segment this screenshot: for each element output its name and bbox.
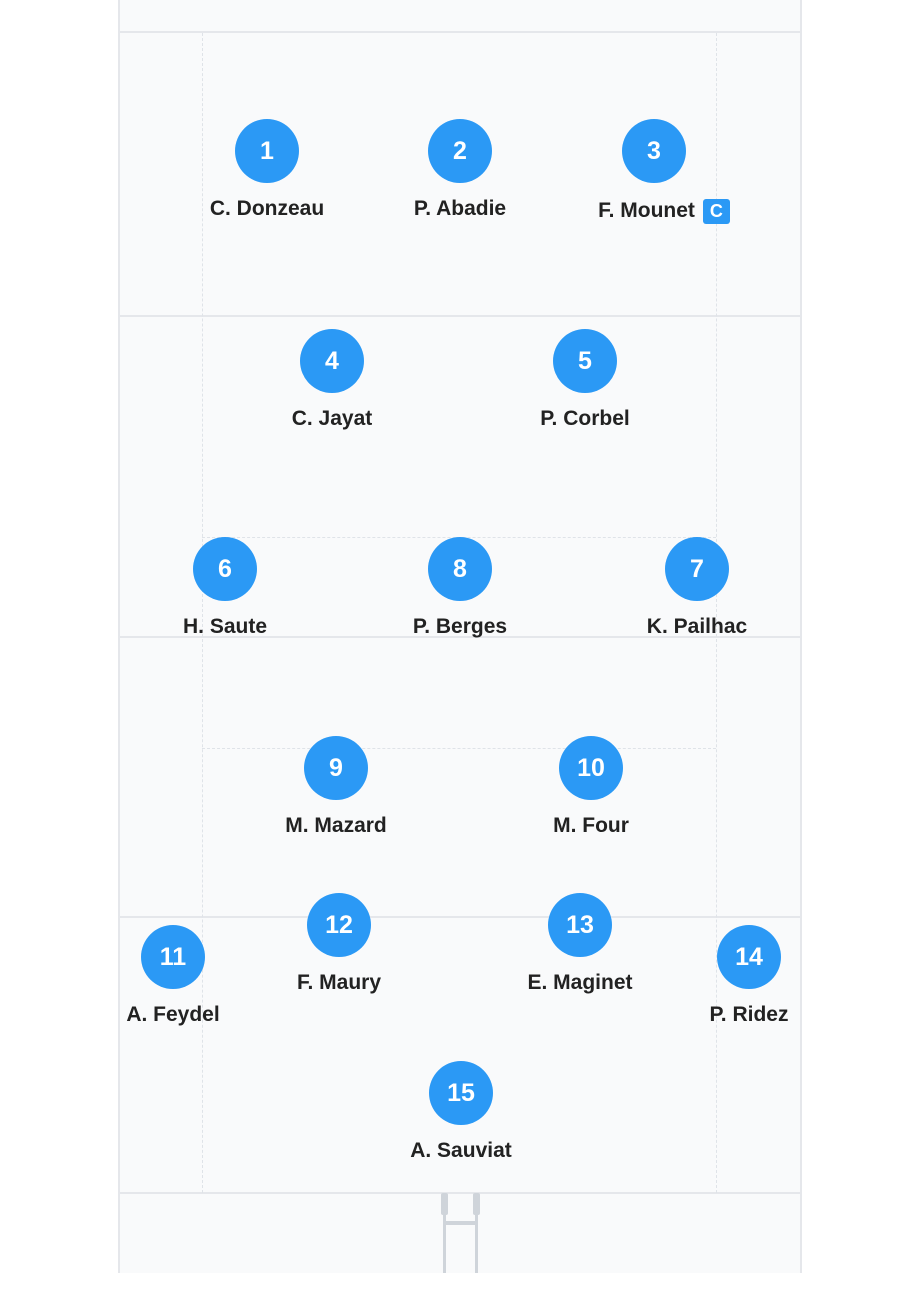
player-name: M. Mazard <box>285 814 387 837</box>
player-number-badge[interactable]: 5 <box>553 329 617 393</box>
player-name-row: F. Maury <box>219 971 459 995</box>
player-name: C. Donzeau <box>209 197 325 220</box>
player-number-badge[interactable]: 15 <box>429 1061 493 1125</box>
player-name: F. Mounet <box>598 199 695 223</box>
player-name-row: P. Abadie <box>340 197 580 221</box>
player-number-badge[interactable]: 12 <box>307 893 371 957</box>
player-name-row: M. Mazard <box>216 814 456 838</box>
player-number-badge[interactable]: 4 <box>300 329 364 393</box>
try-line <box>118 1192 802 1194</box>
player-number-badge[interactable]: 1 <box>235 119 299 183</box>
player-name-row: A. Feydel <box>53 1003 293 1027</box>
player-number-badge[interactable]: 7 <box>665 537 729 601</box>
player-number-badge[interactable]: 9 <box>304 736 368 800</box>
player-name: F. Maury <box>296 971 382 994</box>
player-name: P. Abadie <box>413 197 507 220</box>
player-name: A. Feydel <box>126 1003 220 1026</box>
dashed-line <box>716 33 717 1193</box>
player-number-badge[interactable]: 13 <box>548 893 612 957</box>
captain-badge: C <box>702 199 730 224</box>
player-name: P. Ridez <box>709 1003 789 1026</box>
player-name-row: E. Maginet <box>460 971 700 995</box>
player-name-row: F. Mounet C <box>514 199 814 224</box>
player-name-row: P. Ridez <box>629 1003 869 1027</box>
player-number-badge[interactable]: 2 <box>428 119 492 183</box>
player-name-row: H. Saute <box>105 615 345 639</box>
player-name: P. Berges <box>412 615 508 638</box>
player-number-badge[interactable]: 11 <box>141 925 205 989</box>
player-name-row: C. Jayat <box>212 407 452 431</box>
pitch-line <box>118 315 802 317</box>
player-name: P. Corbel <box>540 407 630 430</box>
player-name-row: C. Donzeau <box>147 197 387 221</box>
player-name-row: P. Corbel <box>465 407 705 431</box>
player-number-badge[interactable]: 14 <box>717 925 781 989</box>
player-name: K. Pailhac <box>646 615 748 638</box>
player-number-badge[interactable]: 10 <box>559 736 623 800</box>
player-name: H. Saute <box>182 615 268 638</box>
player-name-row: M. Four <box>471 814 711 838</box>
pitch-line <box>118 636 802 638</box>
dashed-line <box>202 748 716 749</box>
player-name-row: A. Sauviat <box>341 1139 581 1163</box>
player-name: A. Sauviat <box>410 1139 512 1162</box>
player-name-row: P. Berges <box>340 615 580 639</box>
player-number-badge[interactable]: 8 <box>428 537 492 601</box>
dashed-line <box>202 33 203 1193</box>
player-name: M. Four <box>553 814 629 837</box>
pitch-line <box>118 31 802 33</box>
player-name: E. Maginet <box>527 971 633 994</box>
player-name-row: K. Pailhac <box>577 615 817 639</box>
pitch-line <box>118 916 802 918</box>
player-number-badge[interactable]: 3 <box>622 119 686 183</box>
player-name: C. Jayat <box>291 407 373 430</box>
player-number-badge[interactable]: 6 <box>193 537 257 601</box>
